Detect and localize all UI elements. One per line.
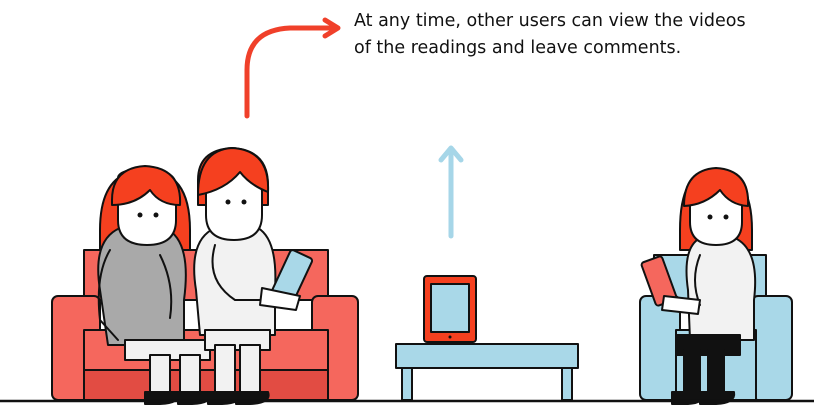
up-arrow-icon [441, 148, 461, 236]
standing-tablet-icon [424, 276, 476, 342]
coffee-table [396, 344, 578, 400]
red-arrow-icon [247, 20, 338, 116]
